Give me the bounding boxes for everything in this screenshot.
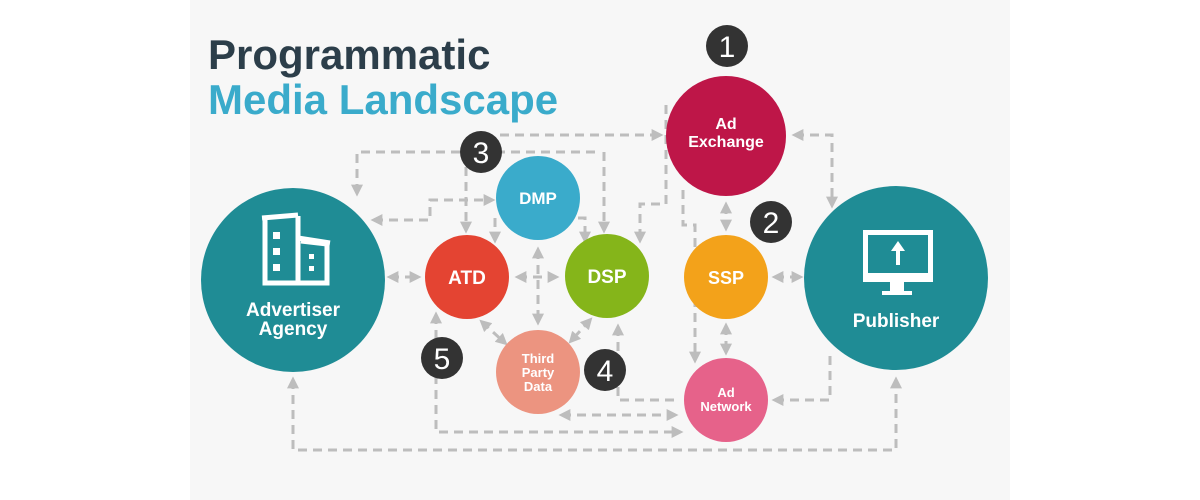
connector-adv-publisher xyxy=(287,376,902,452)
connector-adv-dmp xyxy=(370,194,496,226)
ad-exchange-label-2: Exchange xyxy=(688,134,764,151)
building-icon xyxy=(261,212,331,286)
publisher-label: Publisher xyxy=(853,311,940,332)
ssp-label: SSP xyxy=(708,268,744,288)
connector-dsp-network xyxy=(612,323,675,402)
connector-network-publisher xyxy=(771,355,832,406)
third-party-label-3: Data xyxy=(524,379,553,394)
third-party-label-2: Party xyxy=(522,365,555,380)
monitor-upload-icon xyxy=(863,230,933,295)
badge-3: 3 xyxy=(460,131,502,173)
node-publisher: Publisher xyxy=(804,186,988,370)
title-line-2: Media Landscape xyxy=(208,76,559,123)
ad-network-label-2: Network xyxy=(700,399,752,414)
badge-4-label: 4 xyxy=(597,355,614,388)
badge-1: 1 xyxy=(706,25,748,67)
advertiser-label-1: Advertiser xyxy=(246,300,341,321)
node-ad-network: Ad Network xyxy=(684,358,768,442)
badge-4: 4 xyxy=(584,349,626,391)
connector-exchange-publisher xyxy=(791,129,838,209)
badge-5: 5 xyxy=(421,337,463,379)
node-third-party-data: Third Party Data xyxy=(496,330,580,414)
connector-dsp-third xyxy=(568,317,593,344)
badge-2: 2 xyxy=(750,201,792,243)
badge-2-label: 2 xyxy=(763,207,780,240)
node-atd: ATD xyxy=(425,235,509,319)
node-ad-exchange: Ad Exchange xyxy=(666,76,786,196)
node-advertiser-agency: Advertiser Agency xyxy=(201,188,385,372)
node-dmp: DMP xyxy=(496,156,580,240)
connector-exchange-dsp xyxy=(634,105,668,244)
connector-exchange-network xyxy=(681,190,701,364)
ad-network-label-1: Ad xyxy=(717,385,734,400)
advertiser-label-2: Agency xyxy=(259,319,328,340)
badge-3-label: 3 xyxy=(473,137,490,170)
connectors xyxy=(287,105,902,452)
badge-1-label: 1 xyxy=(719,31,736,64)
connector-dmp-dsp xyxy=(578,216,591,244)
node-ssp: SSP xyxy=(684,235,768,319)
badge-5-label: 5 xyxy=(434,343,451,376)
atd-label: ATD xyxy=(448,268,486,289)
node-dsp: DSP xyxy=(565,234,649,318)
connector-atd-third xyxy=(479,319,508,346)
title-line-1: Programmatic xyxy=(208,31,491,78)
ad-exchange-label-1: Ad xyxy=(715,116,736,133)
connector-adv-exchange xyxy=(351,150,600,197)
dmp-label: DMP xyxy=(519,189,557,208)
dsp-label: DSP xyxy=(587,267,626,288)
third-party-label-1: Third xyxy=(522,351,555,366)
